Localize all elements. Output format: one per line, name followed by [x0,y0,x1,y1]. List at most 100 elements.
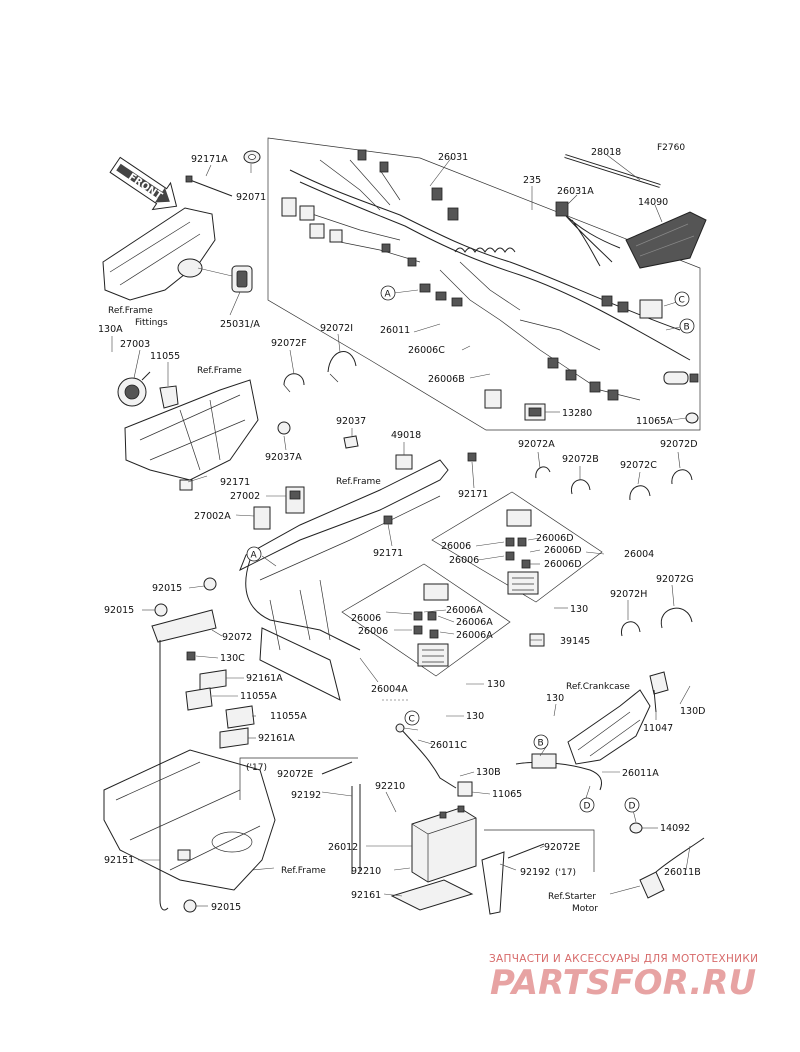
label-92015-c: 92015 [211,902,241,913]
label-11055A-b: 11055A [270,711,307,722]
relay-27002A [253,506,271,530]
cable-26011A [515,753,603,791]
band-92072G [660,607,693,629]
battery-band-92192-right [481,851,505,915]
marker-d-lower: D [579,797,595,813]
front-arrow-icon: FRONT [109,156,178,211]
frame-left-drawing [124,379,259,491]
label-130A: 130A [98,324,123,335]
band-92171A [185,175,233,197]
label-11055A-a: 11055A [240,691,277,702]
label-11065A: 11065A [636,416,673,427]
label-92192-b: 92192 [520,867,550,878]
ref-starter-line1: Ref.Starter [548,892,596,902]
label-92072C: 92072C [620,460,657,471]
label-92210-a: 92210 [375,781,405,792]
label-39145: 39145 [560,636,590,647]
label-92171-c: 92171 [373,548,403,559]
label-92072: 92072 [222,632,252,643]
label-92171A: 92171A [191,154,228,165]
label-130-b: 130 [487,679,505,690]
cap-14092 [629,822,643,834]
label-92072B: 92072B [562,454,599,465]
connector-92171-mid [383,515,393,525]
watermark-tagline: ЗАПЧАСТИ И АКСЕССУАРЫ ДЛЯ МОТОТЕХНИКИ [489,953,758,965]
ref-frame-fittings-line2: Fittings [135,318,168,328]
label-26006D-b: 26006D [544,545,582,556]
band-92072A [535,466,551,479]
ref-frame-mid: Ref.Frame [336,477,381,487]
relay-26011 [484,389,502,409]
band-92072E-left [321,761,353,775]
svg-text:B: B [684,323,690,333]
label-26011B: 26011B [664,867,701,878]
fusebox-frame-26004A [341,563,511,677]
sub-harness-26031A [555,201,621,267]
figure-code: F2760 [657,143,685,153]
label-130B: 130B [476,767,501,778]
stay-92072 [151,609,217,643]
bolts-92015 [154,577,217,913]
label-27002: 27002 [230,491,260,502]
frame-center-drawing [239,459,449,701]
svg-text:C: C [679,296,685,306]
label-92072G: 92072G [656,574,694,585]
watermark: ЗАПЧАСТИ И АКСЕССУАРЫ ДЛЯ МОТОТЕХНИКИ PA… [489,953,758,1003]
label-235: 235 [523,175,541,186]
label-92192-a: 92192 [291,790,321,801]
ref-frame-top: Ref.Frame [197,366,242,376]
label-11065: 11065 [492,789,522,800]
label-11055: 11055 [150,351,180,362]
label-92171-a: 92171 [458,489,488,500]
label-92072A: 92072A [518,439,555,450]
year-frame-right [484,829,595,872]
label-92037: 92037 [336,416,366,427]
label-26006-a: 26006 [441,541,471,552]
label-49018: 49018 [391,430,421,441]
label-28018: 28018 [591,147,621,158]
labels: F2760 Ref.Frame Fittings Ref.Frame Ref.F… [98,143,705,914]
bracket-11055A-lower [225,705,255,729]
label-92015-a: 92015 [152,583,182,594]
marker-b-lower: B [533,734,549,750]
svg-text:A: A [385,290,392,300]
svg-text:D: D [584,802,591,812]
ref-starter-line2: Motor [572,904,598,914]
label-26006-c: 26006 [351,613,381,624]
year-tag-left: ('17) [246,763,267,773]
ref-crankcase: Ref.Crankcase [566,682,630,692]
damper-92161A-upper [199,669,227,691]
label-26006A-b: 26006A [456,617,493,628]
band-92072D [671,469,693,485]
band-92072H [621,621,641,637]
label-92071: 92071 [236,192,266,203]
leader-lines [111,154,691,907]
label-92037A: 92037A [265,452,302,463]
battery-band-92192-left [351,784,361,874]
crankcase-drawing [567,671,669,765]
bracket-11055 [159,385,179,409]
label-92072I: 92072I [320,323,353,334]
connector-92171-top [467,452,477,462]
frame-fittings-drawing [102,207,253,301]
marker-a-lower: A [246,546,262,562]
label-26006D-c: 26006D [544,559,582,570]
fusebox-26004 [505,509,539,595]
label-92072E-b: 92072E [544,842,580,853]
label-92072H: 92072H [610,589,647,600]
band-92072B [571,479,591,495]
label-27002A: 27002A [194,511,231,522]
watermark-brand: PARTSFOR.RU [490,963,756,1003]
svg-text:D: D [629,802,636,812]
label-130D: 130D [680,706,705,717]
label-26006C: 26006C [408,345,445,356]
label-26011C: 26011C [430,740,467,751]
fusebox-26004A [413,583,449,667]
ref-frame-fittings-line1: Ref.Frame [108,306,153,316]
band-92072C [629,485,651,501]
label-92161A-b: 92161A [258,733,295,744]
label-26006-d: 26006 [358,626,388,637]
label-92161A-a: 92161A [246,673,283,684]
